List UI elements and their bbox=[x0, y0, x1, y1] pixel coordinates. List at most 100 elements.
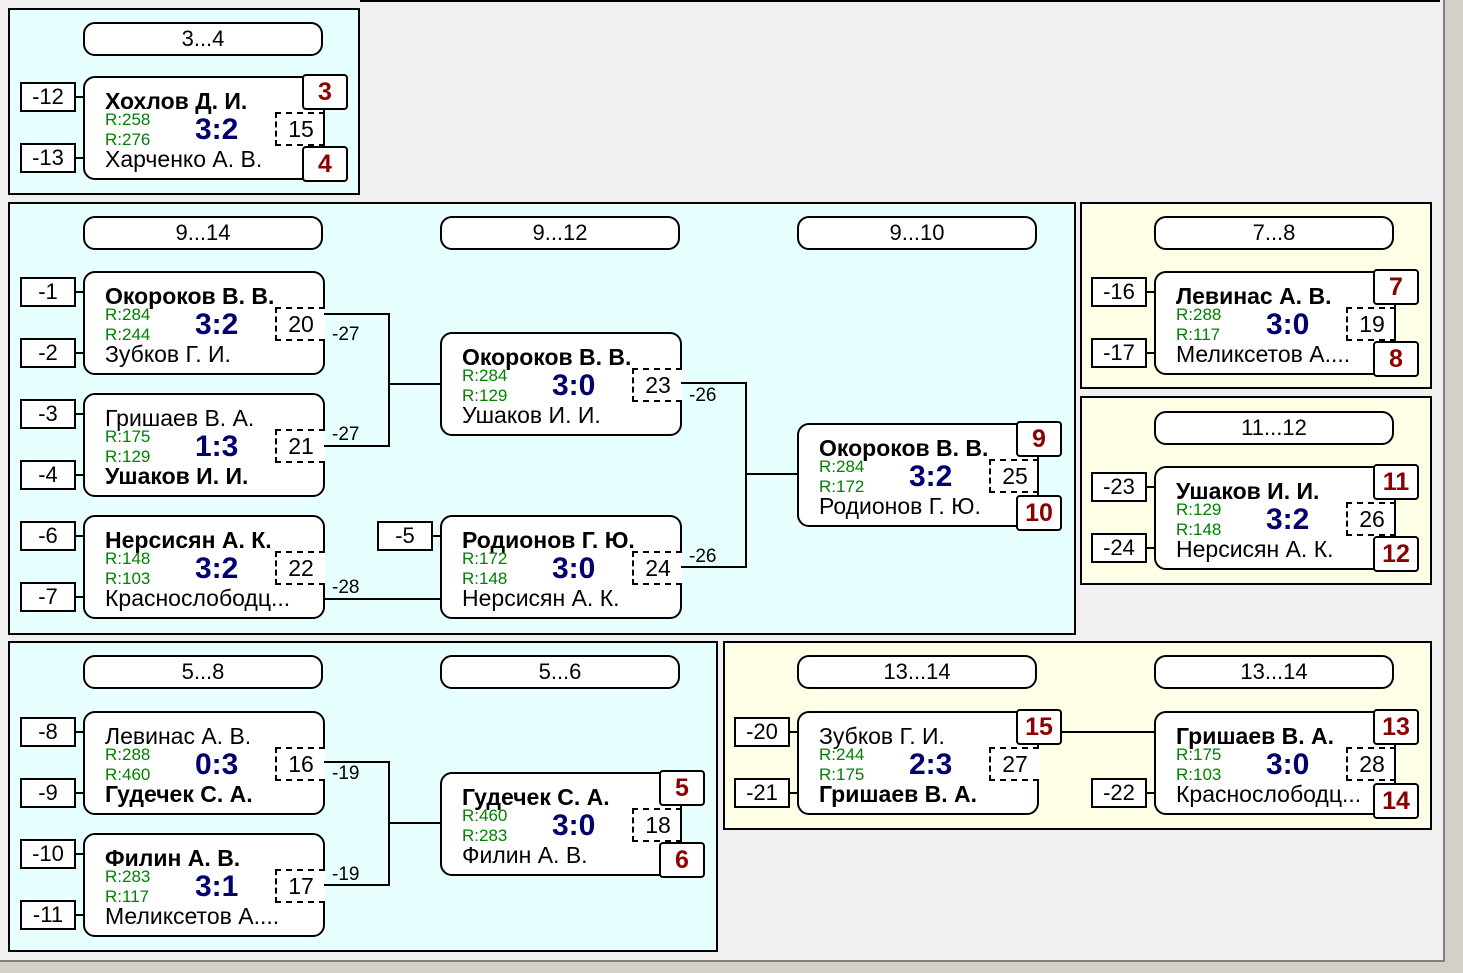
match-card[interactable]: Окороков В. В. R:284 R:129 3:0 23 Ушаков… bbox=[440, 332, 682, 436]
player-1-rating: R:460 bbox=[462, 806, 508, 825]
connector bbox=[681, 382, 747, 384]
connector bbox=[324, 884, 390, 886]
player-1-name: Филин А. В. bbox=[105, 845, 241, 871]
seed-box[interactable]: -1 bbox=[20, 277, 76, 307]
seed-box[interactable]: -21 bbox=[734, 778, 790, 808]
seed-box[interactable]: -6 bbox=[20, 521, 76, 551]
match-number: 28 bbox=[1346, 747, 1396, 781]
seed-box[interactable]: -24 bbox=[1091, 533, 1147, 563]
player-2-name: Гришаев В. А. bbox=[819, 781, 978, 807]
player-2-name: Ушаков И. И. bbox=[462, 402, 601, 428]
seed-box[interactable]: -7 bbox=[20, 582, 76, 612]
match-number: 21 bbox=[275, 429, 325, 463]
seed-box[interactable]: -17 bbox=[1091, 338, 1147, 368]
seed-box[interactable]: -11 bbox=[20, 900, 76, 930]
seed-box[interactable]: -10 bbox=[20, 839, 76, 869]
player-2-rating: R:283 bbox=[462, 826, 508, 845]
seed-box[interactable]: -22 bbox=[1091, 778, 1147, 808]
connector bbox=[76, 914, 84, 916]
match-card[interactable]: Гришаев В. А. R:175 R:103 3:0 28 Краснос… bbox=[1154, 711, 1396, 815]
connector bbox=[1394, 304, 1396, 354]
player-1-name: Нерсисян А. К. bbox=[105, 527, 272, 553]
connector bbox=[76, 352, 84, 354]
loser-label: -19 bbox=[332, 763, 360, 784]
match-card[interactable]: Нерсисян А. К. R:148 R:103 3:2 22 Красно… bbox=[83, 515, 325, 619]
loser-label: -26 bbox=[689, 546, 717, 567]
player-2-name: Родионов Г. Ю. bbox=[819, 493, 981, 519]
place-badge: 5 bbox=[659, 770, 705, 806]
match-score: 0:3 bbox=[195, 748, 239, 781]
seed-box[interactable]: -8 bbox=[20, 717, 76, 747]
connector bbox=[388, 822, 441, 824]
connector bbox=[76, 474, 84, 476]
match-card[interactable]: Окороков В. В. R:284 R:244 3:2 20 Зубков… bbox=[83, 271, 325, 375]
loser-label: -27 bbox=[332, 424, 360, 445]
connector bbox=[324, 761, 390, 763]
match-score: 3:2 bbox=[909, 460, 953, 493]
seed-box[interactable]: -13 bbox=[20, 143, 76, 173]
match-number: 22 bbox=[275, 551, 325, 585]
player-1-rating: R:129 bbox=[1176, 500, 1222, 519]
match-score: 3:2 bbox=[195, 552, 239, 585]
match-score: 3:0 bbox=[552, 552, 596, 585]
seed-box[interactable]: -12 bbox=[20, 82, 76, 112]
match-card[interactable]: Родионов Г. Ю. R:172 R:148 3:0 24 Нерсис… bbox=[440, 515, 682, 619]
match-number: 19 bbox=[1346, 307, 1396, 341]
panel-13-14: 13...14 13...14 -20 -21 -22 Зубков Г. И.… bbox=[723, 641, 1432, 830]
player-2-rating: R:129 bbox=[105, 447, 151, 466]
connector bbox=[323, 110, 325, 160]
connector bbox=[76, 96, 84, 98]
match-card[interactable]: Окороков В. В. R:284 R:172 3:2 25 Родион… bbox=[797, 423, 1039, 527]
seed-box[interactable]: -2 bbox=[20, 338, 76, 368]
player-1-rating: R:284 bbox=[462, 366, 508, 385]
loser-label: -19 bbox=[332, 864, 360, 885]
match-card[interactable]: Филин А. В. R:283 R:117 3:1 17 Меликсето… bbox=[83, 833, 325, 937]
connector bbox=[76, 853, 84, 855]
panel-7-8: 7...8 -16 -17 Левинас А. В. R:288 R:117 … bbox=[1080, 202, 1432, 389]
match-card[interactable]: Зубков Г. И. R:244 R:175 2:3 27 Гришаев … bbox=[797, 711, 1039, 815]
connector bbox=[76, 535, 84, 537]
match-number: 17 bbox=[275, 869, 325, 903]
player-2-rating: R:103 bbox=[1176, 765, 1222, 784]
seed-box[interactable]: -9 bbox=[20, 778, 76, 808]
panel-header: 9...14 bbox=[83, 216, 323, 250]
connector bbox=[324, 598, 441, 600]
connector bbox=[1147, 547, 1155, 549]
connector bbox=[76, 157, 84, 159]
match-card[interactable]: Гудечек С. А. R:460 R:283 3:0 18 Филин А… bbox=[440, 772, 682, 876]
player-1-name: Окороков В. В. bbox=[819, 435, 989, 461]
player-1-rating: R:284 bbox=[105, 305, 151, 324]
connector bbox=[790, 731, 798, 733]
player-1-name: Гудечек С. А. bbox=[462, 784, 610, 810]
player-2-name: Ушаков И. И. bbox=[105, 463, 249, 489]
match-number: 26 bbox=[1346, 502, 1396, 536]
player-2-name: Нерсисян А. К. bbox=[1176, 536, 1334, 562]
player-1-rating: R:175 bbox=[1176, 745, 1222, 764]
match-card[interactable]: Ушаков И. И. R:129 R:148 3:2 26 Нерсисян… bbox=[1154, 466, 1396, 570]
match-card[interactable]: Хохлов Д. И. R:258 R:276 3:2 15 Харченко… bbox=[83, 76, 325, 180]
player-1-name: Левинас А. В. bbox=[105, 723, 252, 749]
player-1-name: Окороков В. В. bbox=[462, 344, 632, 370]
connector bbox=[681, 566, 747, 568]
match-card[interactable]: Левинас А. В. R:288 R:460 0:3 16 Гудечек… bbox=[83, 711, 325, 815]
player-2-rating: R:172 bbox=[819, 477, 865, 496]
loser-label: -28 bbox=[332, 577, 360, 598]
match-card[interactable]: Левинас А. В. R:288 R:117 3:0 19 Меликсе… bbox=[1154, 271, 1396, 375]
match-card[interactable]: Гришаев В. А. R:175 R:129 1:3 21 Ушаков … bbox=[83, 393, 325, 497]
connector bbox=[324, 313, 390, 315]
player-1-name: Окороков В. В. bbox=[105, 283, 275, 309]
seed-box[interactable]: -23 bbox=[1091, 472, 1147, 502]
connector bbox=[76, 413, 84, 415]
place-badge: 14 bbox=[1373, 783, 1419, 819]
player-2-rating: R:129 bbox=[462, 386, 508, 405]
loser-label: -27 bbox=[332, 324, 360, 345]
connector bbox=[388, 383, 441, 385]
seed-box[interactable]: -3 bbox=[20, 399, 76, 429]
seed-box[interactable]: -4 bbox=[20, 460, 76, 490]
seed-box[interactable]: -16 bbox=[1091, 277, 1147, 307]
player-1-name: Зубков Г. И. bbox=[819, 723, 945, 749]
connector bbox=[1037, 457, 1039, 507]
match-score: 2:3 bbox=[909, 748, 953, 781]
seed-box[interactable]: -5 bbox=[377, 521, 433, 551]
seed-box[interactable]: -20 bbox=[734, 717, 790, 747]
